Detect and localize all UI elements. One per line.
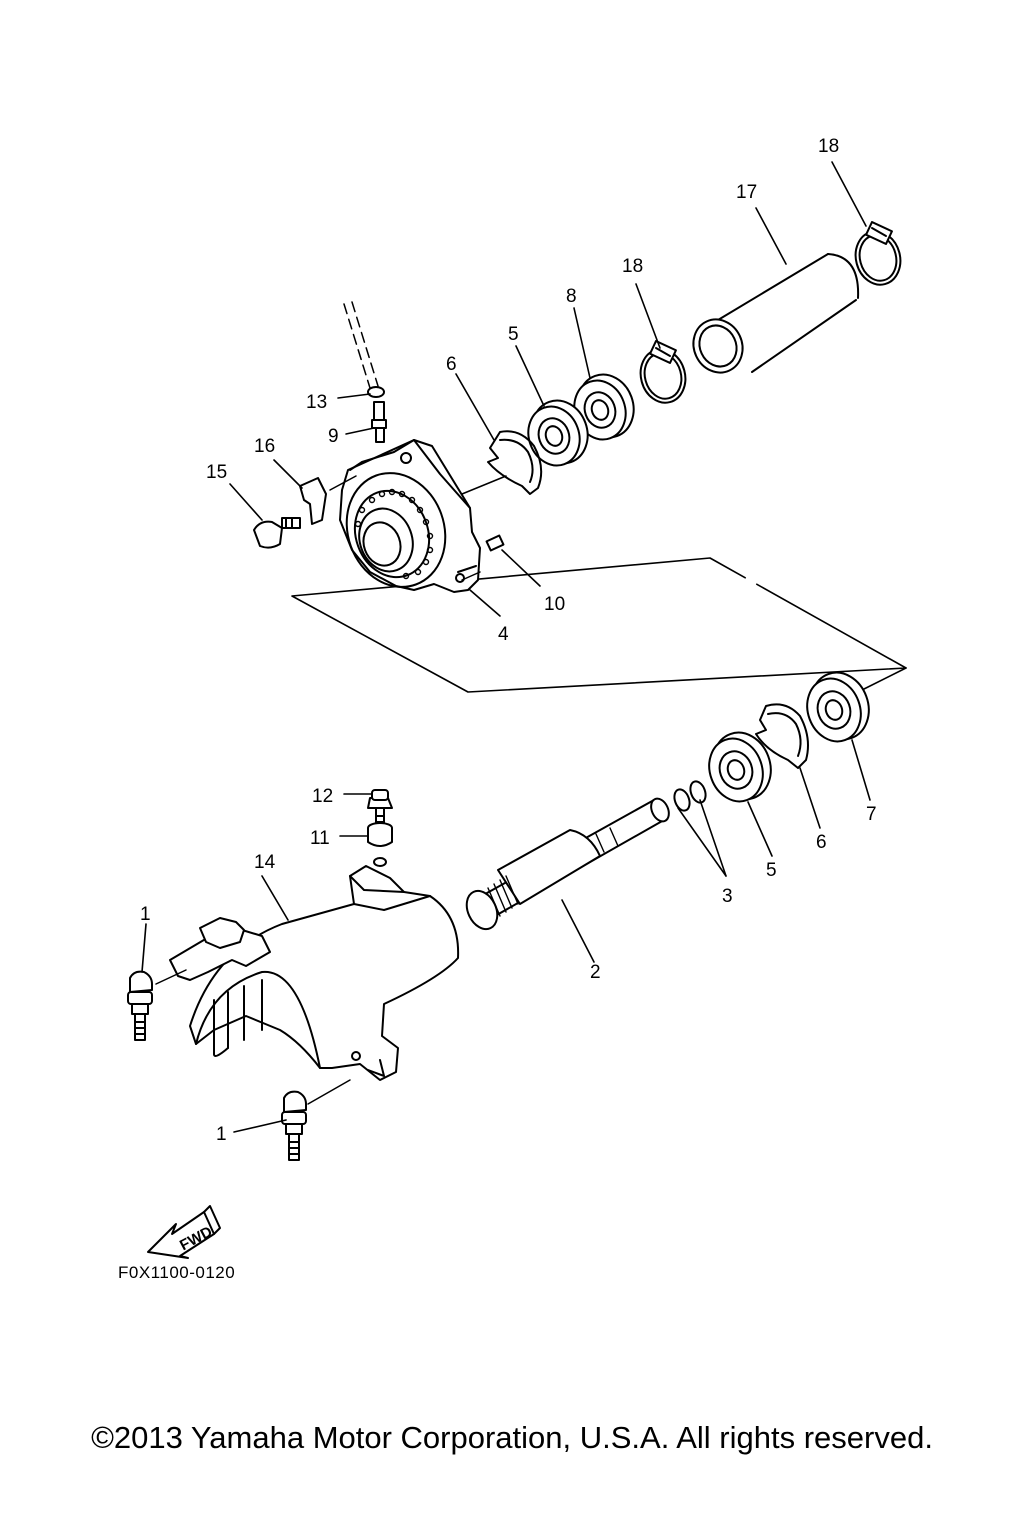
callout-6-upper: 6: [446, 354, 457, 375]
hose-17: [692, 253, 860, 374]
callout-9: 9: [328, 426, 339, 447]
callout-4: 4: [498, 624, 509, 645]
callout-12: 12: [312, 786, 333, 807]
figure-code: F0X1100-0120: [118, 1263, 235, 1282]
bearing-8: [573, 373, 635, 441]
collar-11: [367, 822, 393, 847]
bearing-7: [806, 671, 870, 743]
bearing-5-upper: [527, 399, 589, 467]
callout-13: 13: [306, 392, 327, 413]
o-rings-3: [673, 780, 707, 812]
callout-7: 7: [866, 804, 877, 825]
cap-13: [367, 386, 385, 398]
fwd-arrow-icon: [147, 1205, 221, 1259]
hose-clamp-18-upper: [854, 221, 902, 286]
dowel-pin-10: [485, 534, 505, 552]
grease-hose: [343, 301, 379, 389]
bolt-1-upper: [127, 970, 153, 1041]
bearing-5-lower: [708, 731, 772, 803]
drive-shaft-2: [465, 797, 670, 931]
callout-5-upper: 5: [508, 324, 519, 345]
callout-2: 2: [590, 962, 601, 983]
callout-18-upper: 18: [818, 136, 839, 157]
callout-6-lower: 6: [816, 832, 827, 853]
bearing-housing-4: [339, 439, 481, 593]
callout-10: 10: [544, 594, 565, 615]
callout-11: 11: [310, 828, 330, 849]
callout-5-lower: 5: [766, 860, 777, 881]
callout-1-lower: 1: [216, 1124, 227, 1145]
circlip-6-lower: [755, 703, 809, 769]
bolt-15: [253, 517, 301, 549]
callout-1-upper: 1: [140, 904, 151, 925]
copyright-notice: ©2013 Yamaha Motor Corporation, U.S.A. A…: [91, 1420, 933, 1455]
plate-16: [299, 477, 327, 525]
callout-17: 17: [736, 182, 757, 203]
grease-nipple-9: [371, 401, 387, 443]
callout-3: 3: [722, 886, 733, 907]
callout-18-lower: 18: [622, 256, 643, 277]
callout-16: 16: [254, 436, 275, 457]
callout-15: 15: [206, 462, 227, 483]
hose-clamp-18-lower: [639, 340, 687, 404]
bolt-1-lower: [281, 1090, 307, 1161]
callout-14: 14: [254, 852, 276, 873]
callout-8: 8: [566, 286, 577, 307]
circlip-6-upper: [487, 430, 543, 495]
cover-14: [169, 857, 460, 1081]
